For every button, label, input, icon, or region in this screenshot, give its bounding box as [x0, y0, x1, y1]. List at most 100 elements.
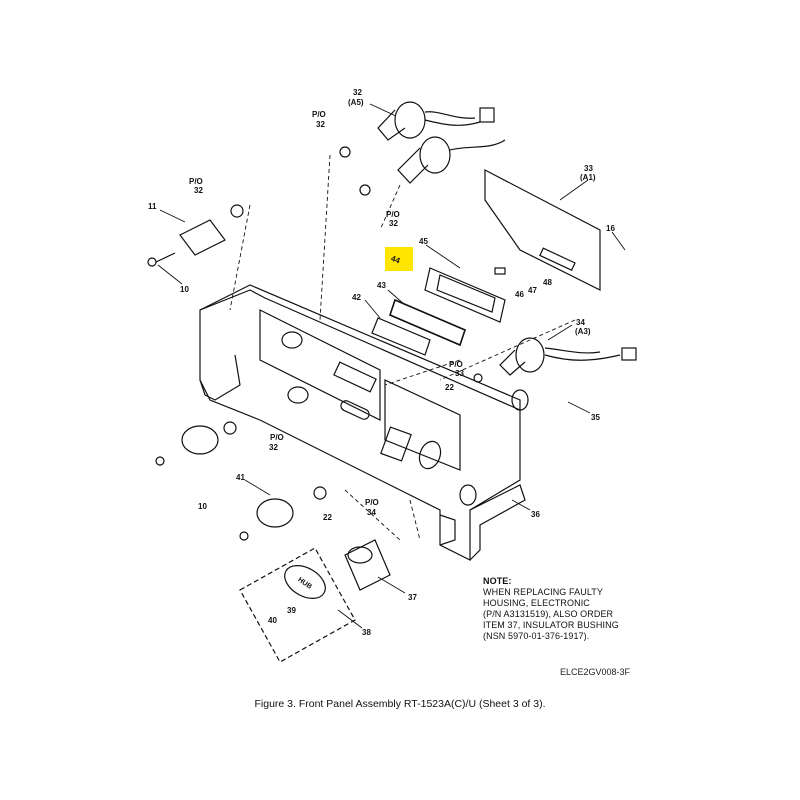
dial-control-2	[287, 386, 309, 404]
arrow-10a	[157, 264, 183, 285]
panel-face-right	[384, 379, 461, 471]
callout-32-a5-number: 32	[353, 88, 362, 97]
frame-45-inner	[436, 274, 496, 313]
callout-11: 11	[148, 202, 157, 211]
arrow-32a5	[369, 103, 397, 117]
note-line: ITEM 37, INSULATOR BUSHING	[483, 620, 619, 630]
drawing-code: ELCE2GV008-3F	[560, 667, 631, 677]
callout-po-mid-number: 32	[389, 219, 398, 228]
callout-45: 45	[419, 237, 428, 246]
arrow-42	[364, 299, 381, 319]
callout-36: 36	[531, 510, 540, 519]
knob-41b	[256, 486, 327, 528]
arrow-33	[559, 179, 589, 201]
arrow-36	[511, 499, 531, 511]
leader-line-3	[384, 359, 461, 386]
arrow-34	[547, 324, 573, 341]
leader-line-1	[319, 154, 331, 321]
note-line: HOUSING, ELECTRONIC	[483, 598, 590, 608]
frame-45	[424, 267, 506, 323]
slot-opening	[340, 400, 370, 420]
insulator-bushing-37	[344, 539, 391, 591]
switch-block	[380, 426, 412, 462]
hub-plate	[284, 565, 326, 599]
callout-38: 38	[362, 628, 371, 637]
callout-po-low: P/O	[270, 433, 284, 442]
callout-po-top: P/O	[312, 110, 326, 119]
callout-44: 44	[390, 254, 402, 266]
callout-43: 43	[377, 281, 386, 290]
spacer-47	[494, 267, 506, 275]
arrow-11	[159, 209, 186, 223]
housing-top-edge	[199, 289, 521, 411]
housing-bracket	[439, 514, 456, 546]
figure-caption: Figure 3. Front Panel Assembly RT-1523A(…	[254, 698, 546, 710]
side-hole	[459, 484, 477, 506]
callout-po-top-number: 32	[316, 120, 325, 129]
callout-16: 16	[606, 224, 615, 233]
leader-line-4	[439, 319, 576, 381]
callout-40: 40	[268, 616, 277, 625]
callout-po-left: P/O	[189, 177, 203, 186]
housing-right-foot	[469, 484, 526, 561]
note-heading: NOTE:	[483, 576, 512, 586]
leader-line-7	[409, 499, 421, 541]
leader-line-2	[379, 184, 401, 231]
callout-po-mid: P/O	[386, 210, 400, 219]
arrow-45	[425, 244, 461, 269]
arrow-35	[567, 401, 591, 414]
front-panel-housing	[199, 284, 521, 561]
panel-face-left	[259, 309, 381, 421]
note-line: (P/N A3131519), ALSO ORDER	[483, 609, 614, 619]
callout-41: 41	[236, 473, 245, 482]
hub-kit-boundary	[239, 547, 356, 663]
callout-34: 34	[576, 318, 585, 327]
callout-22-lower: 22	[323, 513, 332, 522]
callout-10-upper: 10	[180, 285, 189, 294]
callout-22-upper: 22	[445, 383, 454, 392]
note-line: (NSN 5970-01-376-1917).	[483, 631, 590, 641]
arrow-16	[611, 231, 626, 251]
callout-10-lower: 10	[198, 502, 207, 511]
callout-46: 46	[515, 290, 524, 299]
leader-line-5	[229, 204, 251, 311]
arrow-37	[377, 576, 406, 594]
connector-a5	[377, 101, 495, 141]
replacement-note: NOTE: WHEN REPLACING FAULTY HOUSING, ELE…	[483, 576, 653, 642]
callout-47: 47	[528, 286, 537, 295]
arrow-43	[387, 289, 406, 306]
housing-left-foot	[199, 354, 241, 401]
callout-35: 35	[591, 413, 600, 422]
knob-41a	[181, 421, 237, 455]
callout-highlight	[385, 247, 413, 271]
display-window	[333, 361, 377, 393]
hub-label: HUB	[296, 576, 312, 590]
callout-48: 48	[543, 278, 552, 287]
connector-a5-lower	[397, 136, 506, 184]
dial-control	[281, 331, 303, 349]
knob-11	[179, 204, 244, 256]
screw-10b	[155, 456, 249, 541]
arrow-38	[337, 609, 363, 629]
callout-po-33: P/O	[449, 360, 463, 369]
callout-33: 33	[584, 164, 593, 173]
arrow-41	[244, 479, 271, 496]
callout-42: 42	[352, 293, 361, 302]
connector-a3	[499, 337, 637, 376]
circuit-board-a1	[484, 169, 601, 291]
callout-33-ref: (A1)	[580, 173, 596, 182]
callout-po-left-number: 32	[194, 186, 203, 195]
screw-10a	[147, 252, 176, 267]
callout-39: 39	[287, 606, 296, 615]
washer-top	[339, 146, 351, 158]
washer-33	[473, 373, 483, 383]
note-line: WHEN REPLACING FAULTY	[483, 587, 603, 597]
window-43	[389, 298, 466, 347]
callout-32-a5-ref: (A5)	[348, 98, 364, 107]
callout-po-34: P/O	[365, 498, 379, 507]
callout-37: 37	[408, 593, 417, 602]
leader-line-6	[344, 489, 401, 541]
callout-34-ref: (A3)	[575, 327, 591, 336]
washer-mid	[359, 184, 371, 196]
